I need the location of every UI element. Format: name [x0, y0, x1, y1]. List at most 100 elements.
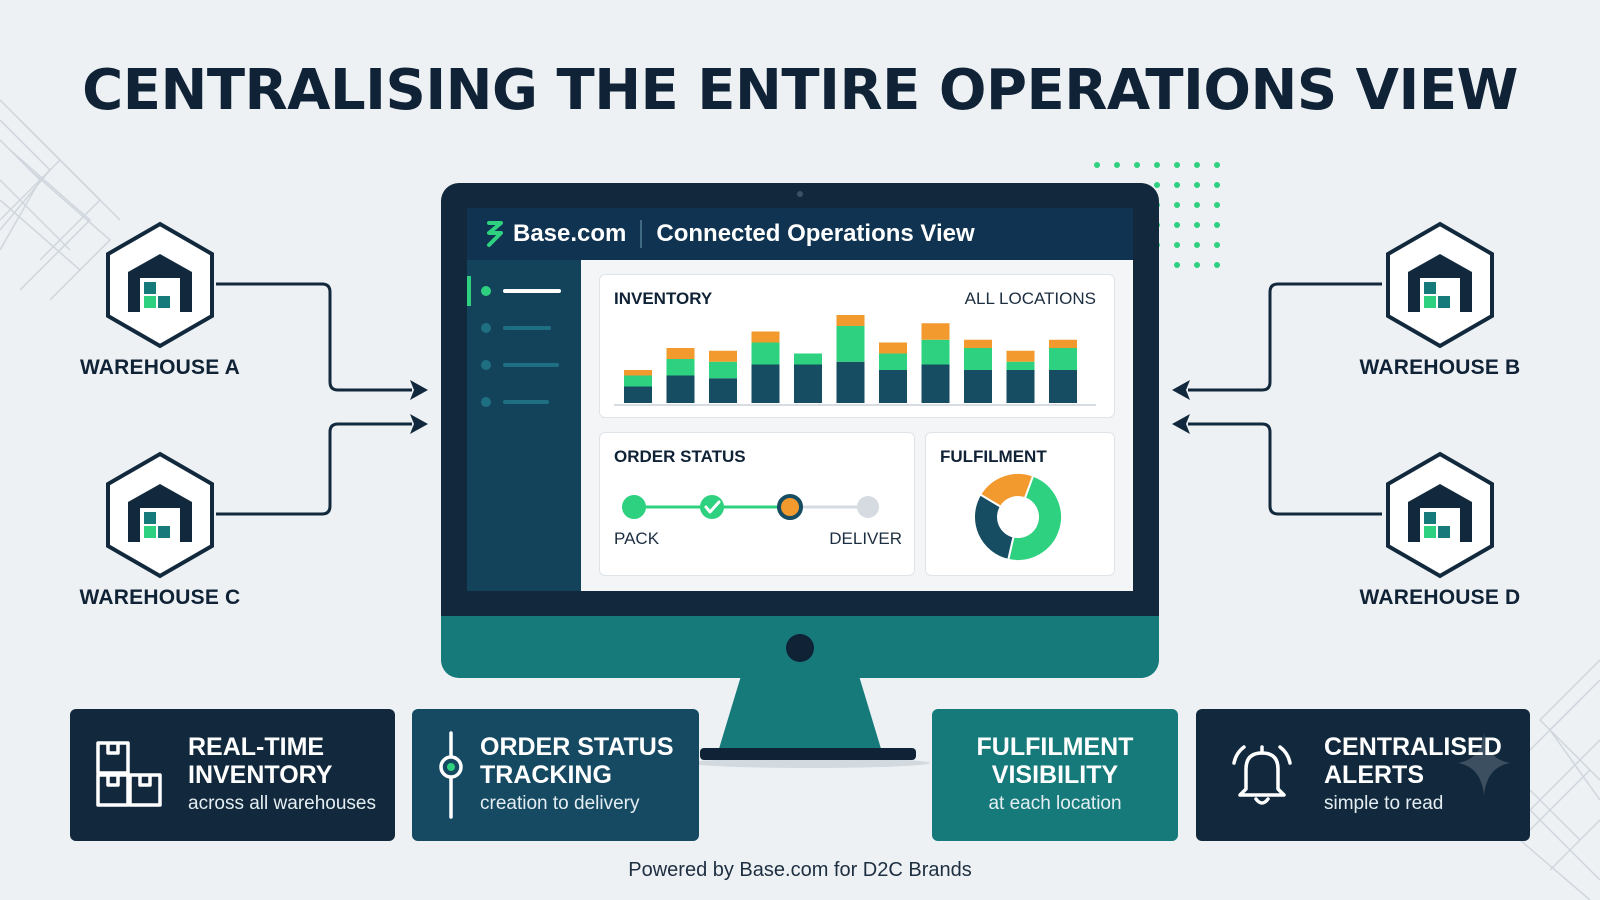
monitor-stand-shadow [690, 758, 930, 768]
bar-segment [794, 353, 822, 365]
sidebar-item-1[interactable] [481, 286, 561, 296]
nav-dot [481, 397, 491, 407]
order-end-label: DELIVER [829, 529, 902, 548]
inventory-card[interactable]: INVENTORY ALL LOCATIONS [599, 274, 1115, 418]
bar-segment [836, 326, 865, 362]
inventory-title: INVENTORY [614, 289, 713, 308]
bar-segment [921, 364, 950, 403]
bar-segment [709, 378, 737, 403]
warehouse-icon [1386, 221, 1494, 349]
bar-segment [751, 331, 780, 343]
monitor-stand [718, 676, 882, 752]
bar-segment [1049, 370, 1077, 403]
bell-icon [1232, 745, 1292, 805]
sidebar-active-indicator [467, 276, 471, 306]
fulfilment-title: FULFILMENT [940, 447, 1047, 466]
inventory-bar-chart [614, 315, 1096, 406]
timeline-icon [439, 731, 463, 819]
warehouse-icon [106, 221, 214, 349]
sparkle-icon [1458, 733, 1510, 795]
warehouse-c: WAREHOUSE C [60, 450, 260, 610]
nav-bar [503, 400, 549, 404]
bar-segment [624, 386, 652, 403]
warehouse-label: WAREHOUSE A [79, 356, 241, 379]
fulfilment-donut-chart [973, 472, 1063, 562]
warehouse-label: WAREHOUSE D [1359, 586, 1521, 609]
bar-segment [1049, 348, 1077, 370]
sidebar-item-4[interactable] [481, 397, 549, 407]
step-in-transit [777, 494, 803, 520]
arrow-left-icon [1172, 414, 1190, 434]
bar-segment [1006, 350, 1035, 362]
monitor-camera [797, 191, 803, 197]
sidebar-item-3[interactable] [481, 360, 559, 370]
bar-segment [794, 364, 822, 403]
warehouse-b: WAREHOUSE B [1340, 220, 1540, 380]
nav-dot [481, 286, 491, 296]
sidebar [467, 260, 581, 591]
step-packed [700, 495, 724, 519]
feature-subtitle: simple to read [1324, 793, 1444, 814]
arrow-left-icon [1172, 380, 1190, 400]
bar-segment [666, 375, 695, 403]
bar-segment [1049, 339, 1077, 348]
feature-subtitle: creation to delivery [480, 793, 640, 814]
brand[interactable]: Base.com [483, 219, 626, 249]
base-logo-icon [487, 221, 503, 247]
donut-slice [978, 472, 1035, 509]
bar-segment [921, 323, 950, 340]
decorative-line-pattern [0, 99, 121, 300]
bar-segment [964, 339, 992, 348]
nav-bar [503, 289, 561, 293]
feature-subtitle: at each location [988, 793, 1122, 814]
boxes-icon [96, 741, 162, 807]
bar-segment [624, 375, 652, 387]
bar-segment [964, 348, 992, 370]
bar-segment [879, 353, 907, 370]
bar-segment [1006, 370, 1035, 403]
bar-segment [836, 315, 865, 326]
step-created [622, 495, 646, 519]
monitor-stand-base [700, 748, 916, 760]
order-status-card[interactable]: ORDER STATUS PACK DELIVER [599, 432, 915, 576]
step-delivered [857, 496, 879, 518]
dashboard-content: INVENTORY ALL LOCATIONS ORDER STATUS PAC… [581, 260, 1133, 591]
fulfilment-card[interactable]: FULFILMENT [925, 432, 1115, 576]
warehouse-icon [106, 451, 214, 579]
warehouse-a: WAREHOUSE A [60, 220, 260, 380]
monitor-power-button [786, 634, 814, 662]
footer-credit: Powered by Base.com for D2C Brands [628, 859, 972, 881]
bar-segment [921, 339, 950, 365]
warehouse-label: WAREHOUSE B [1359, 356, 1521, 379]
order-status-title: ORDER STATUS [614, 447, 746, 466]
check-icon [704, 500, 721, 514]
donut-slice [1007, 474, 1063, 562]
bar-segment [666, 359, 695, 376]
donut-slice [973, 493, 1015, 562]
warehouse-label: WAREHOUSE C [79, 586, 241, 609]
warehouse-icon [1386, 451, 1494, 579]
bar-segment [751, 364, 780, 403]
view-title: Connected Operations View [656, 220, 975, 247]
bar-segment [964, 370, 992, 403]
nav-bar [503, 326, 551, 330]
feature-subtitle: across all warehouses [188, 793, 376, 814]
bar-segment [709, 350, 737, 362]
bar-segment [879, 342, 907, 354]
order-start-label: PACK [614, 529, 660, 548]
app-header: Base.com Connected Operations View [467, 208, 1133, 260]
bar-segment [836, 361, 865, 403]
brand-name: Base.com [513, 220, 627, 247]
sidebar-item-2[interactable] [481, 323, 551, 333]
inventory-filter[interactable]: ALL LOCATIONS [964, 289, 1096, 308]
bar-segment [709, 361, 737, 379]
page-title: CENTRALISING THE ENTIRE OPERATIONS VIEW [82, 58, 1518, 123]
